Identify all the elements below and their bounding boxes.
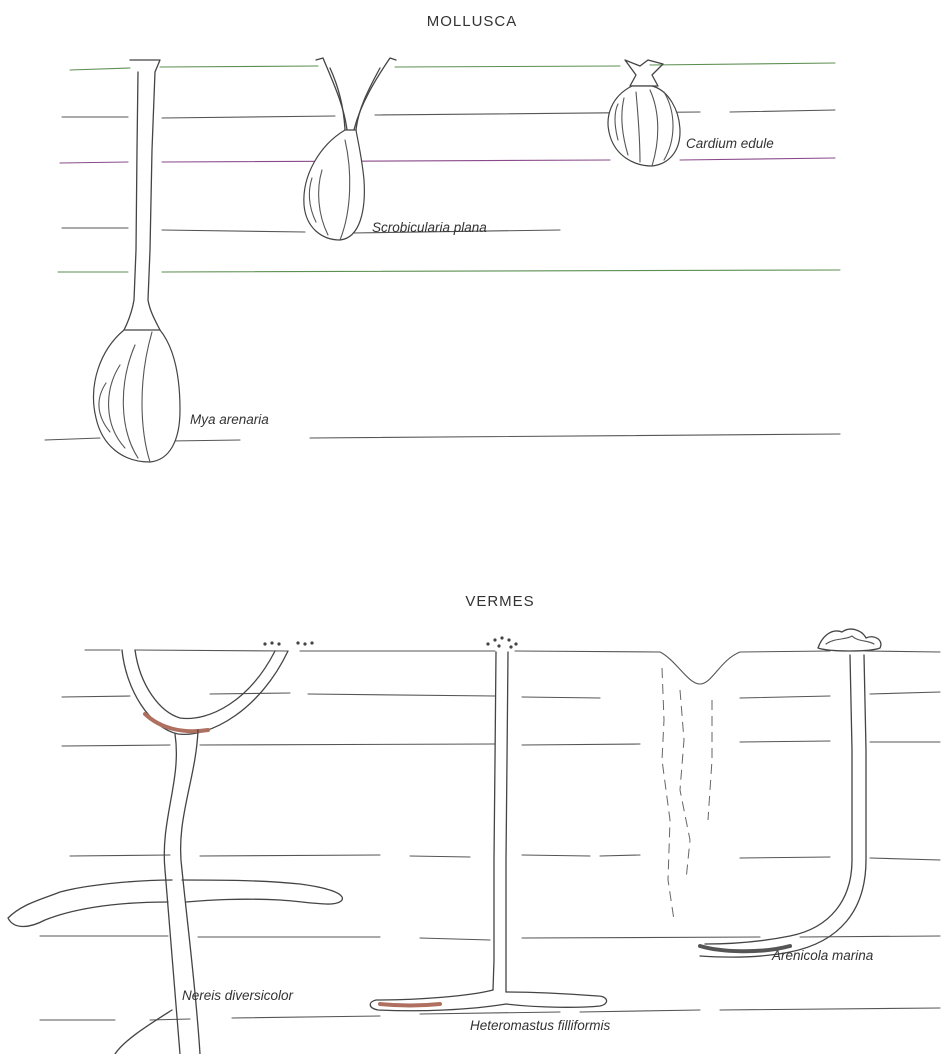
arenicola-marina-label: Arenicola marina (771, 948, 874, 963)
stratum-line (70, 855, 940, 860)
stratum-line (40, 936, 940, 940)
fecal-pellet-dot (486, 642, 489, 645)
fecal-pellet-dot (263, 642, 266, 645)
fecal-pellet-dot (500, 636, 503, 639)
fecal-pellet-dot (270, 641, 273, 644)
stratum-line (60, 158, 835, 163)
fecal-pellet-dot (277, 642, 280, 645)
sediment-surface (85, 650, 940, 684)
fecal-pellet-dot (296, 641, 299, 644)
stratum-line (62, 110, 835, 118)
heteromastus-filliformis-drawing (370, 636, 606, 1010)
fecal-pellet-dot (493, 638, 496, 641)
fecal-pellet-dot (310, 641, 313, 644)
fecal-pellet-dot (509, 645, 512, 648)
stratum-line (62, 692, 940, 698)
vermes-title: VERMES (465, 593, 534, 610)
mollusca-panel: MOLLUSCA Mya arenaria (45, 13, 840, 462)
vermes-panel: VERMES Nereis diversicolor (8, 593, 940, 1054)
fecal-pellet-dot (497, 644, 500, 647)
fecal-pellet-dot (507, 638, 510, 641)
mollusca-title: MOLLUSCA (427, 13, 518, 30)
scrobicularia-plana-drawing (304, 58, 396, 240)
arenicola-marina-drawing (662, 629, 881, 957)
scrobicularia-plana-label: Scrobicularia plana (372, 220, 487, 235)
stratum-line (62, 741, 940, 746)
cardium-edule-drawing (608, 60, 680, 166)
fecal-pellet-dot (303, 642, 306, 645)
cardium-edule-label: Cardium edule (686, 136, 774, 151)
sediment-surface (70, 63, 835, 70)
mya-arenaria-label: Mya arenaria (190, 412, 269, 427)
stratum-line (58, 270, 840, 272)
mya-arenaria-drawing (94, 60, 180, 462)
heteromastus-filliformis-label: Heteromastus filliformis (470, 1018, 611, 1033)
nereis-diversicolor-label: Nereis diversicolor (182, 988, 294, 1003)
fecal-pellet-dot (514, 642, 517, 645)
